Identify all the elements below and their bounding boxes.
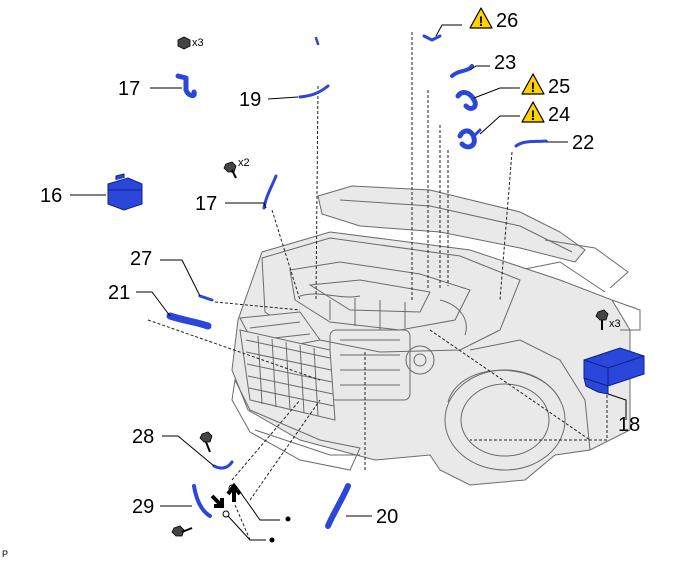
part-18-battery-tray (583, 347, 645, 395)
warning-mark: ! (531, 79, 536, 95)
quantity-18: x3 (609, 318, 621, 330)
bolt-icon (171, 525, 193, 537)
callout-27: 27 (130, 248, 152, 270)
part-26-hose (422, 34, 442, 42)
part-23-hose (450, 64, 474, 78)
callout-16: 16 (40, 185, 62, 207)
part-19-hose (298, 36, 330, 99)
callout-17-upper: 17 (118, 78, 140, 100)
warning-mark: ! (531, 107, 536, 123)
callout-26: 26 (496, 10, 518, 32)
arrow-down-icon (210, 494, 224, 508)
front-wheel (444, 369, 566, 471)
reference-dot (285, 516, 291, 522)
vehicle-illustration (231, 185, 641, 486)
nut-icon (177, 36, 191, 50)
callout-29: 29 (132, 496, 154, 518)
callout-21: 21 (108, 282, 130, 304)
part-17-bracket-lower (262, 174, 278, 210)
warning-triangle-icon: ! (469, 7, 493, 29)
grille-pattern (245, 335, 335, 417)
quantity-labels: x3 x2 x3 (192, 37, 621, 330)
leader-lines (70, 24, 627, 541)
bolt-icon (199, 431, 213, 453)
bolt-icon (223, 161, 237, 179)
part-27-hose (198, 294, 214, 302)
callout-28: 28 (132, 426, 154, 448)
part-25-hose (455, 90, 478, 111)
part-17-bracket-upper (175, 73, 197, 99)
warning-mark: ! (479, 13, 484, 29)
callout-17-lower: 17 (195, 193, 217, 215)
warning-triangle-icon: ! (521, 73, 545, 95)
quantity-17-lower: x2 (238, 157, 250, 169)
locator-lines (147, 32, 608, 541)
callout-19: 19 (239, 89, 261, 111)
callout-23: 23 (494, 52, 516, 74)
warning-triangle-icon: ! (521, 101, 545, 123)
callout-25: 25 (548, 76, 570, 98)
arrow-up-icon (226, 482, 242, 502)
part-28-hose (212, 460, 234, 470)
callout-18: 18 (618, 414, 640, 436)
callout-20: 20 (376, 506, 398, 528)
bolt-icon (595, 309, 609, 330)
part-29-hose (192, 484, 212, 518)
quantity-17-upper: x3 (192, 37, 204, 49)
callout-numbers: 17 19 17 16 26 23 25 24 22 27 21 18 28 2… (40, 10, 640, 528)
callout-24: 24 (548, 104, 570, 126)
part-22-hose (514, 139, 548, 148)
part-24-hose (457, 128, 482, 150)
part-21-hose (166, 312, 212, 330)
callout-22: 22 (572, 132, 594, 154)
footer-code: P (2, 549, 8, 559)
part-16-relay-box (107, 173, 143, 211)
part-20-hose (325, 483, 351, 529)
reference-dot (269, 537, 275, 543)
